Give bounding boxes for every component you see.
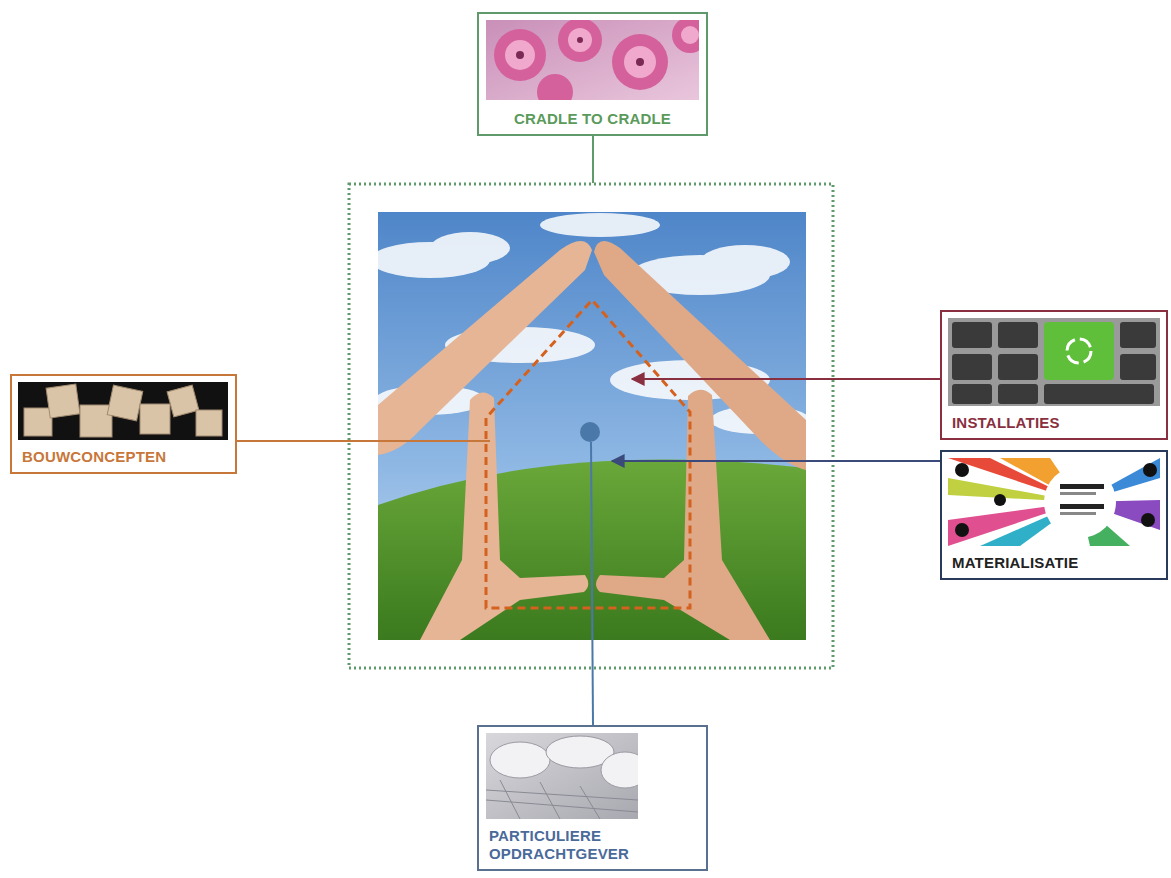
- image-box: MATERIALISATIE: [940, 450, 1168, 580]
- leader-line: [592, 134, 594, 183]
- dotted-frame: [349, 184, 833, 668]
- box-label: INSTALLATIES: [952, 414, 1156, 432]
- image-box: PARTICULIERE OPDRACHTGEVER: [477, 725, 708, 871]
- papers-thumbnail: [486, 733, 638, 819]
- image-box: CRADLE TO CRADLE: [477, 12, 708, 136]
- infographic-thumbnail: [948, 458, 1160, 546]
- cubes-thumbnail: [18, 382, 228, 440]
- box-label: MATERIALISATIE: [952, 554, 1156, 572]
- box-label: PARTICULIERE OPDRACHTGEVER: [489, 827, 696, 863]
- leader-line: [591, 442, 593, 725]
- leader-line: [612, 460, 940, 462]
- image-box: INSTALLATIES: [940, 310, 1168, 440]
- flower-thumbnail: [486, 20, 699, 100]
- keyboard-thumbnail: [948, 318, 1160, 406]
- box-label: BOUWCONCEPTEN: [22, 448, 225, 466]
- leader-line: [632, 378, 940, 380]
- box-label: CRADLE TO CRADLE: [489, 110, 696, 128]
- leader-line: [237, 440, 490, 442]
- image-box: BOUWCONCEPTEN: [10, 374, 237, 474]
